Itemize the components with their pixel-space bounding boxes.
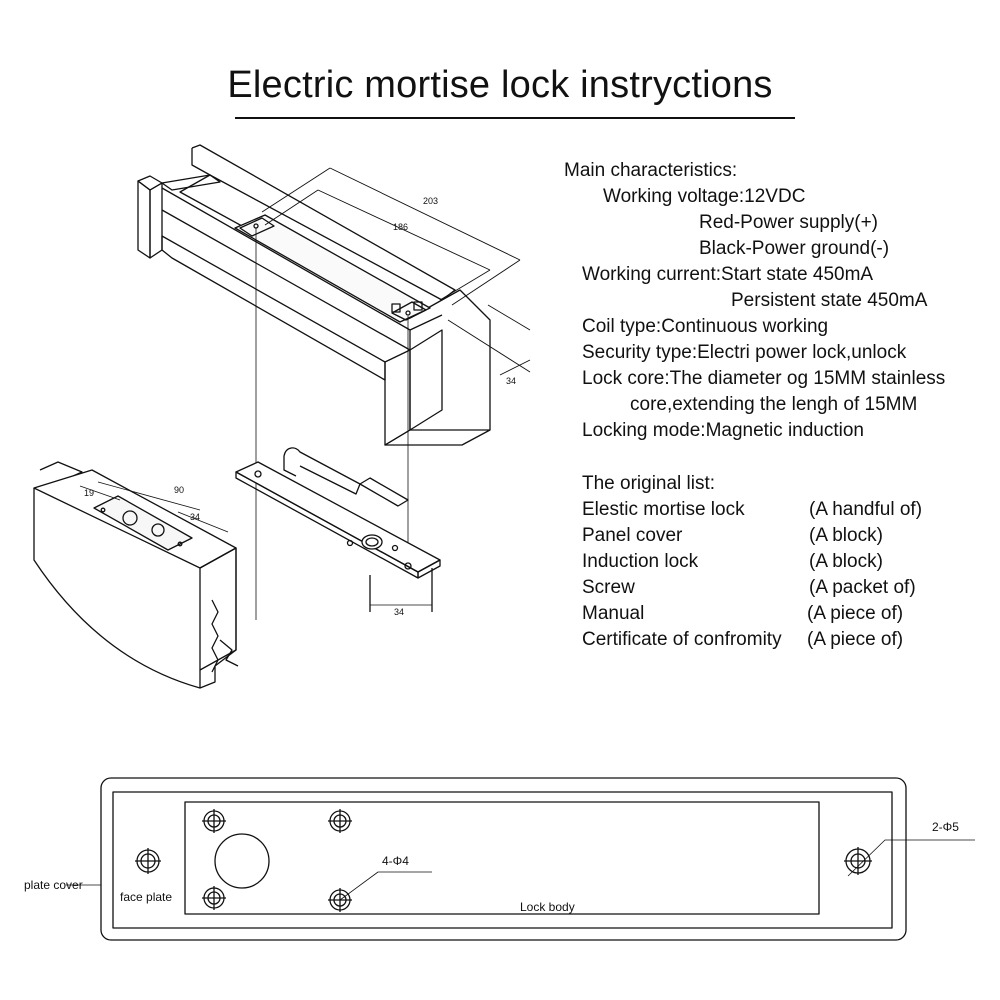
spec-core-2: core,extending the lengh of 15MM (630, 394, 918, 415)
dimension-203: 203 (423, 196, 439, 206)
list-item-qty: (A block) (809, 525, 883, 546)
list-item: Induction lock (582, 551, 699, 572)
list-item: Elestic mortise lock (582, 499, 745, 520)
page-title: Electric mortise lock instryctions (227, 64, 773, 106)
list-heading: The original list: (582, 473, 716, 494)
screw-hole (202, 886, 226, 910)
strike-plate (235, 447, 441, 612)
list-item: Certificate of confromity (582, 629, 782, 650)
dimension-34-door: 34 (190, 512, 201, 522)
spec-current-start: Working current:Start state 450mA (582, 264, 874, 285)
spec-current-persistent: Persistent state 450mA (731, 290, 928, 311)
title-underline (235, 117, 795, 119)
list-item: Manual (582, 603, 645, 624)
list-item-qty: (A piece of) (807, 603, 904, 624)
screw-hole (202, 809, 226, 833)
spec-black-wire: Black-Power ground(-) (699, 238, 890, 259)
label-plate-cover: plate cover (24, 878, 83, 892)
label-face-plate: face plate (120, 890, 173, 904)
list-item: Panel cover (582, 525, 683, 546)
dimension-19: 19 (84, 488, 95, 498)
screw-hole (844, 847, 872, 875)
spec-coil: Coil type:Continuous working (582, 316, 829, 337)
list-item-qty: (A block) (809, 551, 883, 572)
list-item-qty: (A piece of) (807, 629, 904, 650)
screw-hole (135, 848, 161, 874)
screw-hole (328, 809, 352, 833)
dimension-186: 186 (393, 222, 409, 232)
list-item: Screw (582, 577, 635, 598)
door-frame (137, 144, 491, 446)
label-holes-4: 4-Φ4 (382, 854, 409, 868)
spec-mode: Locking mode:Magnetic induction (582, 420, 865, 441)
label-lock-body: Lock body (520, 900, 575, 914)
spec-heading: Main characteristics: (564, 160, 738, 181)
spec-core-1: Lock core:The diameter og 15MM stainless (582, 368, 946, 389)
dimension-34-frame: 34 (506, 376, 517, 386)
list-item-qty: (A handful of) (809, 499, 923, 520)
spec-red-wire: Red-Power supply(+) (699, 212, 878, 233)
spec-voltage: Working voltage:12VDC (603, 186, 806, 207)
label-holes-2: 2-Φ5 (932, 820, 959, 834)
dimension-90: 90 (174, 485, 185, 495)
door-leaf (33, 461, 239, 689)
list-item-qty: (A packet of) (809, 577, 916, 598)
spec-security: Security type:Electri power lock,unlock (582, 342, 907, 363)
dimension-34-plate: 34 (394, 607, 405, 617)
plan-view (66, 777, 975, 941)
frame-dimensions (261, 167, 531, 376)
